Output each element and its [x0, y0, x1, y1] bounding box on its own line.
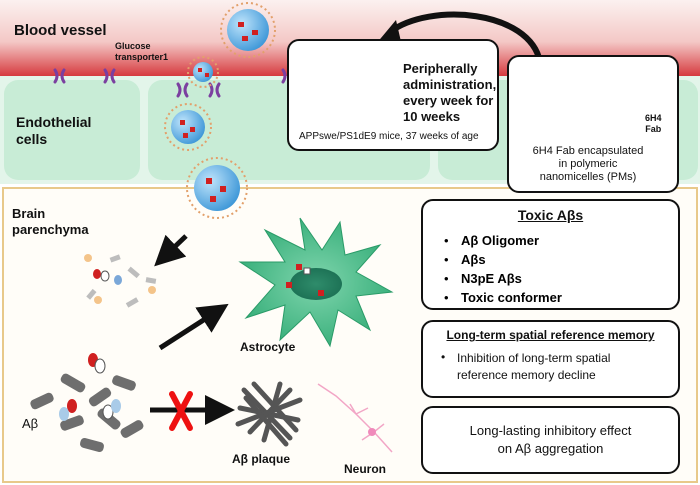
pms-caption-line-3: nanomicelles (PMs) — [539, 171, 637, 183]
bullet: • — [444, 252, 449, 267]
toxic-item-label: Aβs — [461, 252, 486, 267]
memory-text: Inhibition of long-term spatial referenc… — [457, 350, 610, 384]
astrocyte-illustration — [238, 217, 394, 348]
abeta-label: Aβ — [22, 416, 39, 431]
astrocyte-label: Astrocyte — [240, 340, 296, 354]
toxic-item-conformer: • Toxic conformer — [444, 288, 562, 307]
pms-caption: 6H4 Fab encapsulated in polymeric nanomi… — [513, 145, 663, 184]
abeta-plaque-label: Aβ plaque — [232, 452, 290, 466]
fab-label-line-2: Fab — [645, 124, 662, 134]
memory-bullet: • — [441, 350, 446, 364]
admin-line-3: every week for — [403, 93, 494, 108]
fab-label: 6H4 Fab — [645, 113, 662, 135]
fab-label-line-1: 6H4 — [645, 113, 662, 123]
pms-caption-line-2: in polymeric — [558, 158, 618, 170]
glucose-transporter-line-1: Glucose — [115, 41, 151, 51]
neuron-illustration — [317, 383, 393, 453]
memory-title: Long-term spatial reference memory — [446, 328, 655, 342]
endothelial-label: Endothelial cells — [16, 114, 91, 148]
memory-box: Long-term spatial reference memory • Inh… — [421, 320, 680, 398]
aggregation-text: Long-lasting inhibitory effect on Aβ agg… — [423, 422, 678, 458]
aggregation-box: Long-lasting inhibitory effect on Aβ agg… — [421, 406, 680, 474]
arrow-to-fragments — [154, 234, 188, 267]
toxic-item-label: Aβ Oligomer — [461, 233, 539, 248]
pms-caption-line-1: 6H4 Fab encapsulated — [532, 145, 644, 157]
curved-arrow — [388, 11, 543, 63]
glucose-transporter-label: Glucose transporter1 — [115, 41, 168, 63]
micelle-parenchyma — [186, 157, 248, 219]
aggregation-line-1: Long-lasting inhibitory effect — [469, 423, 632, 438]
endothelial-line-2: cells — [16, 131, 48, 147]
toxic-item-abetas: • Aβs — [444, 250, 562, 269]
endothelial-line-1: Endothelial — [16, 114, 92, 130]
administration-box: Peripherally administration, every week … — [287, 39, 499, 151]
toxic-abeta-list: • Aβ Oligomer • Aβs • N3pE Aβs • Toxic confo… — [444, 231, 562, 307]
blood-vessel-label: Blood vessel — [14, 22, 107, 39]
micelle-transporter — [187, 56, 219, 88]
aggregation-line-2: on Aβ aggregation — [497, 441, 604, 456]
abeta-plaque-illustration — [235, 381, 303, 447]
glucose-transporter-line-2: transporter1 — [115, 52, 169, 62]
admin-line-2: administration, — [403, 77, 497, 92]
memory-line-1: Inhibition of long-term spatial — [457, 351, 611, 365]
abeta-fragments — [84, 254, 157, 308]
brain-label: Brain parenchyma — [12, 206, 89, 238]
brain-line-1: Brain — [12, 206, 46, 221]
admin-line-4: 10 weeks — [403, 109, 461, 124]
administration-text: Peripherally administration, every week … — [403, 61, 496, 125]
bullet: • — [444, 290, 449, 305]
toxic-abeta-box: Toxic Aβs • Aβ Oligomer • Aβs • N3pE Aβs • T… — [421, 199, 680, 310]
fab-pms-box: 6H4 Fab 6H4 Fab encapsulated in polymeri… — [507, 55, 679, 193]
bullet: • — [444, 233, 449, 248]
toxic-item-label: N3pE Aβs — [461, 271, 522, 286]
arrow-to-astrocyte — [158, 303, 229, 351]
block-x-icon — [169, 391, 193, 431]
abeta-monomers — [30, 353, 144, 453]
toxic-item-oligomer: • Aβ Oligomer — [444, 231, 562, 250]
toxic-item-n3pe: • N3pE Aβs — [444, 269, 562, 288]
micelle-endothelial — [164, 103, 212, 151]
bullet: • — [444, 271, 449, 286]
memory-line-2: reference memory decline — [457, 368, 596, 382]
mouse-caption: APPswe/PS1dE9 mice, 37 weeks of age — [299, 131, 479, 142]
neuron-label: Neuron — [344, 462, 386, 476]
brain-line-2: parenchyma — [12, 222, 89, 237]
toxic-item-label: Toxic conformer — [461, 290, 562, 305]
micelle-top — [220, 2, 276, 58]
toxic-abeta-title: Toxic Aβs — [517, 207, 584, 223]
admin-line-1: Peripherally — [403, 61, 478, 76]
